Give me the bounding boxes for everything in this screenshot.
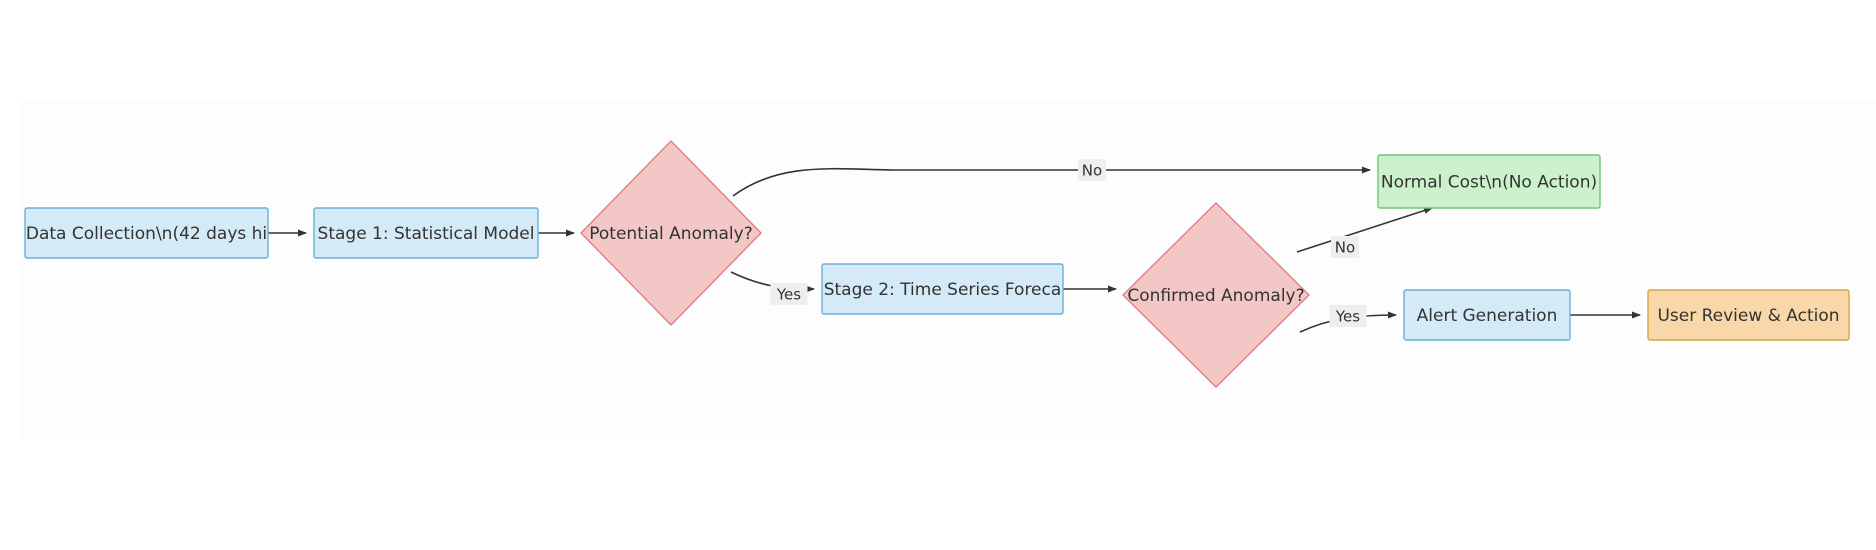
node-label-alert-generation: Alert Generation: [1417, 306, 1558, 326]
node-potential-anomaly[interactable]: Potential Anomaly?: [580, 139, 762, 327]
edge-label-potential-anomaly-no: No: [1078, 159, 1106, 181]
edge-label-confirmed-anomaly-no: No: [1331, 236, 1359, 258]
node-shape-rect: [1377, 154, 1601, 209]
edges-layer: [268, 166, 1641, 333]
node-label-confirmed-anomaly: Confirmed Anomaly?: [1127, 286, 1304, 306]
edge-label-text: No: [1335, 239, 1355, 257]
node-shape-diamond: [1122, 202, 1310, 388]
node-confirmed-anomaly[interactable]: Confirmed Anomaly?: [1122, 202, 1310, 388]
edge-label-background: [1329, 305, 1367, 327]
edge-label-background: [1331, 236, 1359, 258]
edge-potential-anomaly-to-normal-cost: [732, 166, 1371, 197]
node-shape-rect: [313, 207, 539, 259]
edge-label-background: [1078, 159, 1106, 181]
edge-label-text: Yes: [1335, 308, 1360, 326]
node-stage-2[interactable]: Stage 2: Time Series Foreca: [821, 263, 1064, 315]
node-label-stage-1: Stage 1: Statistical Model: [318, 224, 535, 244]
node-label-data-collection: Data Collection\n(42 days hi: [26, 224, 267, 244]
edge-label-confirmed-anomaly-yes: Yes: [1329, 305, 1367, 327]
edge-label-text: No: [1082, 162, 1102, 180]
edge-label-potential-anomaly-yes: Yes: [770, 283, 808, 305]
edge-label-background: [770, 283, 808, 305]
node-shape-rect: [1647, 289, 1850, 341]
nodes-layer: Data Collection\n(42 days hi Stage 1: Sta…: [24, 139, 1850, 388]
node-label-user-review: User Review & Action: [1657, 306, 1839, 326]
node-label-stage-2: Stage 2: Time Series Foreca: [824, 280, 1062, 300]
node-label-potential-anomaly: Potential Anomaly?: [589, 224, 752, 244]
node-shape-diamond: [580, 139, 762, 327]
node-user-review[interactable]: User Review & Action: [1647, 289, 1850, 341]
edge-confirmed-anomaly-to-normal-cost: [1296, 207, 1433, 253]
node-shape-rect: [1403, 289, 1571, 341]
node-shape-rect: [821, 263, 1064, 315]
node-alert-generation[interactable]: Alert Generation: [1403, 289, 1571, 341]
node-label-normal-cost: Normal Cost\n(No Action): [1381, 173, 1597, 193]
node-data-collection[interactable]: Data Collection\n(42 days hi: [24, 207, 269, 259]
node-stage-1[interactable]: Stage 1: Statistical Model: [313, 207, 539, 259]
edge-label-text: Yes: [776, 286, 801, 304]
node-shape-rect: [24, 207, 269, 259]
node-normal-cost[interactable]: Normal Cost\n(No Action): [1377, 154, 1601, 209]
